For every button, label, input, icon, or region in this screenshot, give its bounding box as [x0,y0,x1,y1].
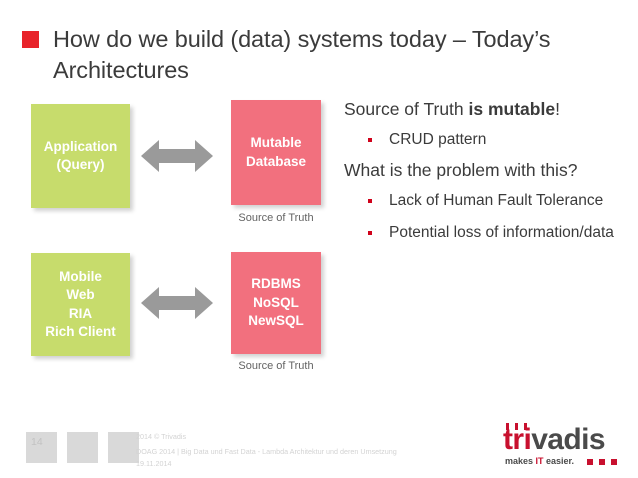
title-bullet-square-icon [22,31,39,48]
logo-dot-icon [587,459,593,465]
logo-tick-icon [506,423,509,430]
content-heading-1-bold: is mutable [468,99,556,119]
diagram-box-data-stores-label: RDBMS NoSQL NewSQL [248,276,304,329]
logo-dot-icon [611,459,617,465]
logo-tick-icon [524,423,527,430]
footer-square-page: 14 [26,432,57,463]
logo-tick-icon [515,423,518,430]
bullet-dot-icon [368,231,372,235]
source-of-truth-caption-1: Source of Truth [238,212,314,224]
double-arrow-icon [141,287,213,319]
bullet-dot-icon [368,138,372,142]
trivadis-logo: trivadis makes IT easier. [503,423,627,470]
footer-squares: 14 [26,432,139,463]
logo-word-dark: vadis [531,423,605,456]
title-text: How do we build (data) systems today – T… [53,26,551,83]
footer-event: DOAG 2014 | Big Data und Fast Data - Lam… [136,447,397,456]
diagram-box-mutable-database-label: Mutable Database [245,135,307,169]
content-heading-2: What is the problem with this? [344,160,578,180]
list-item: Potential loss of information/data [344,223,630,243]
list-item: CRUD pattern [344,130,630,150]
source-of-truth-caption-2: Source of Truth [238,360,314,372]
footer-text: 2014 © Trivadis DOAG 2014 | Big Data und… [136,431,436,470]
logo-wordmark: trivadis [503,423,606,456]
logo-dots [587,459,617,465]
logo-tagline: makes IT easier. [505,456,574,466]
list-item: Lack of Human Fault Tolerance [344,191,630,211]
page-title: How do we build (data) systems today – T… [22,24,582,86]
diagram-box-clients-label: Mobile Web RIA Rich Client [45,268,116,340]
footer-square-3 [108,432,139,463]
diagram-box-mutable-database: Mutable Database [231,100,321,205]
content-heading-1-plain: Source of Truth [344,99,469,119]
diagram-box-application-label: Application (Query) [43,138,118,173]
diagram-box-clients: Mobile Web RIA Rich Client [31,253,130,356]
logo-tagline-prefix: makes [505,456,536,466]
logo-dot-icon [599,459,605,465]
content-heading-1-suffix: ! [555,99,560,119]
list-item-label: Lack of Human Fault Tolerance [389,192,604,209]
bullet-dot-icon [368,199,372,203]
list-item-label: Potential loss of information/data [389,224,614,241]
footer-copyright: 2014 © Trivadis [136,432,187,441]
list-item-label: CRUD pattern [389,131,487,148]
logo-tagline-accent: IT [535,456,544,466]
content-bullet-list-2: Lack of Human Fault Tolerance Potential … [344,191,630,243]
logo-tagline-suffix: easier. [543,456,575,466]
diagram-box-data-stores: RDBMS NoSQL NewSQL [231,252,321,354]
content-column: Source of Truth is mutable! CRUD pattern… [344,98,630,252]
page-number: 14 [31,436,43,448]
footer-square-2 [67,432,98,463]
footer-date: 19.11.2014 [136,459,172,468]
diagram-box-application: Application (Query) [31,104,130,208]
content-heading-1: Source of Truth is mutable! [344,98,630,121]
content-bullet-list-1: CRUD pattern [344,130,630,150]
double-arrow-icon [141,140,213,172]
